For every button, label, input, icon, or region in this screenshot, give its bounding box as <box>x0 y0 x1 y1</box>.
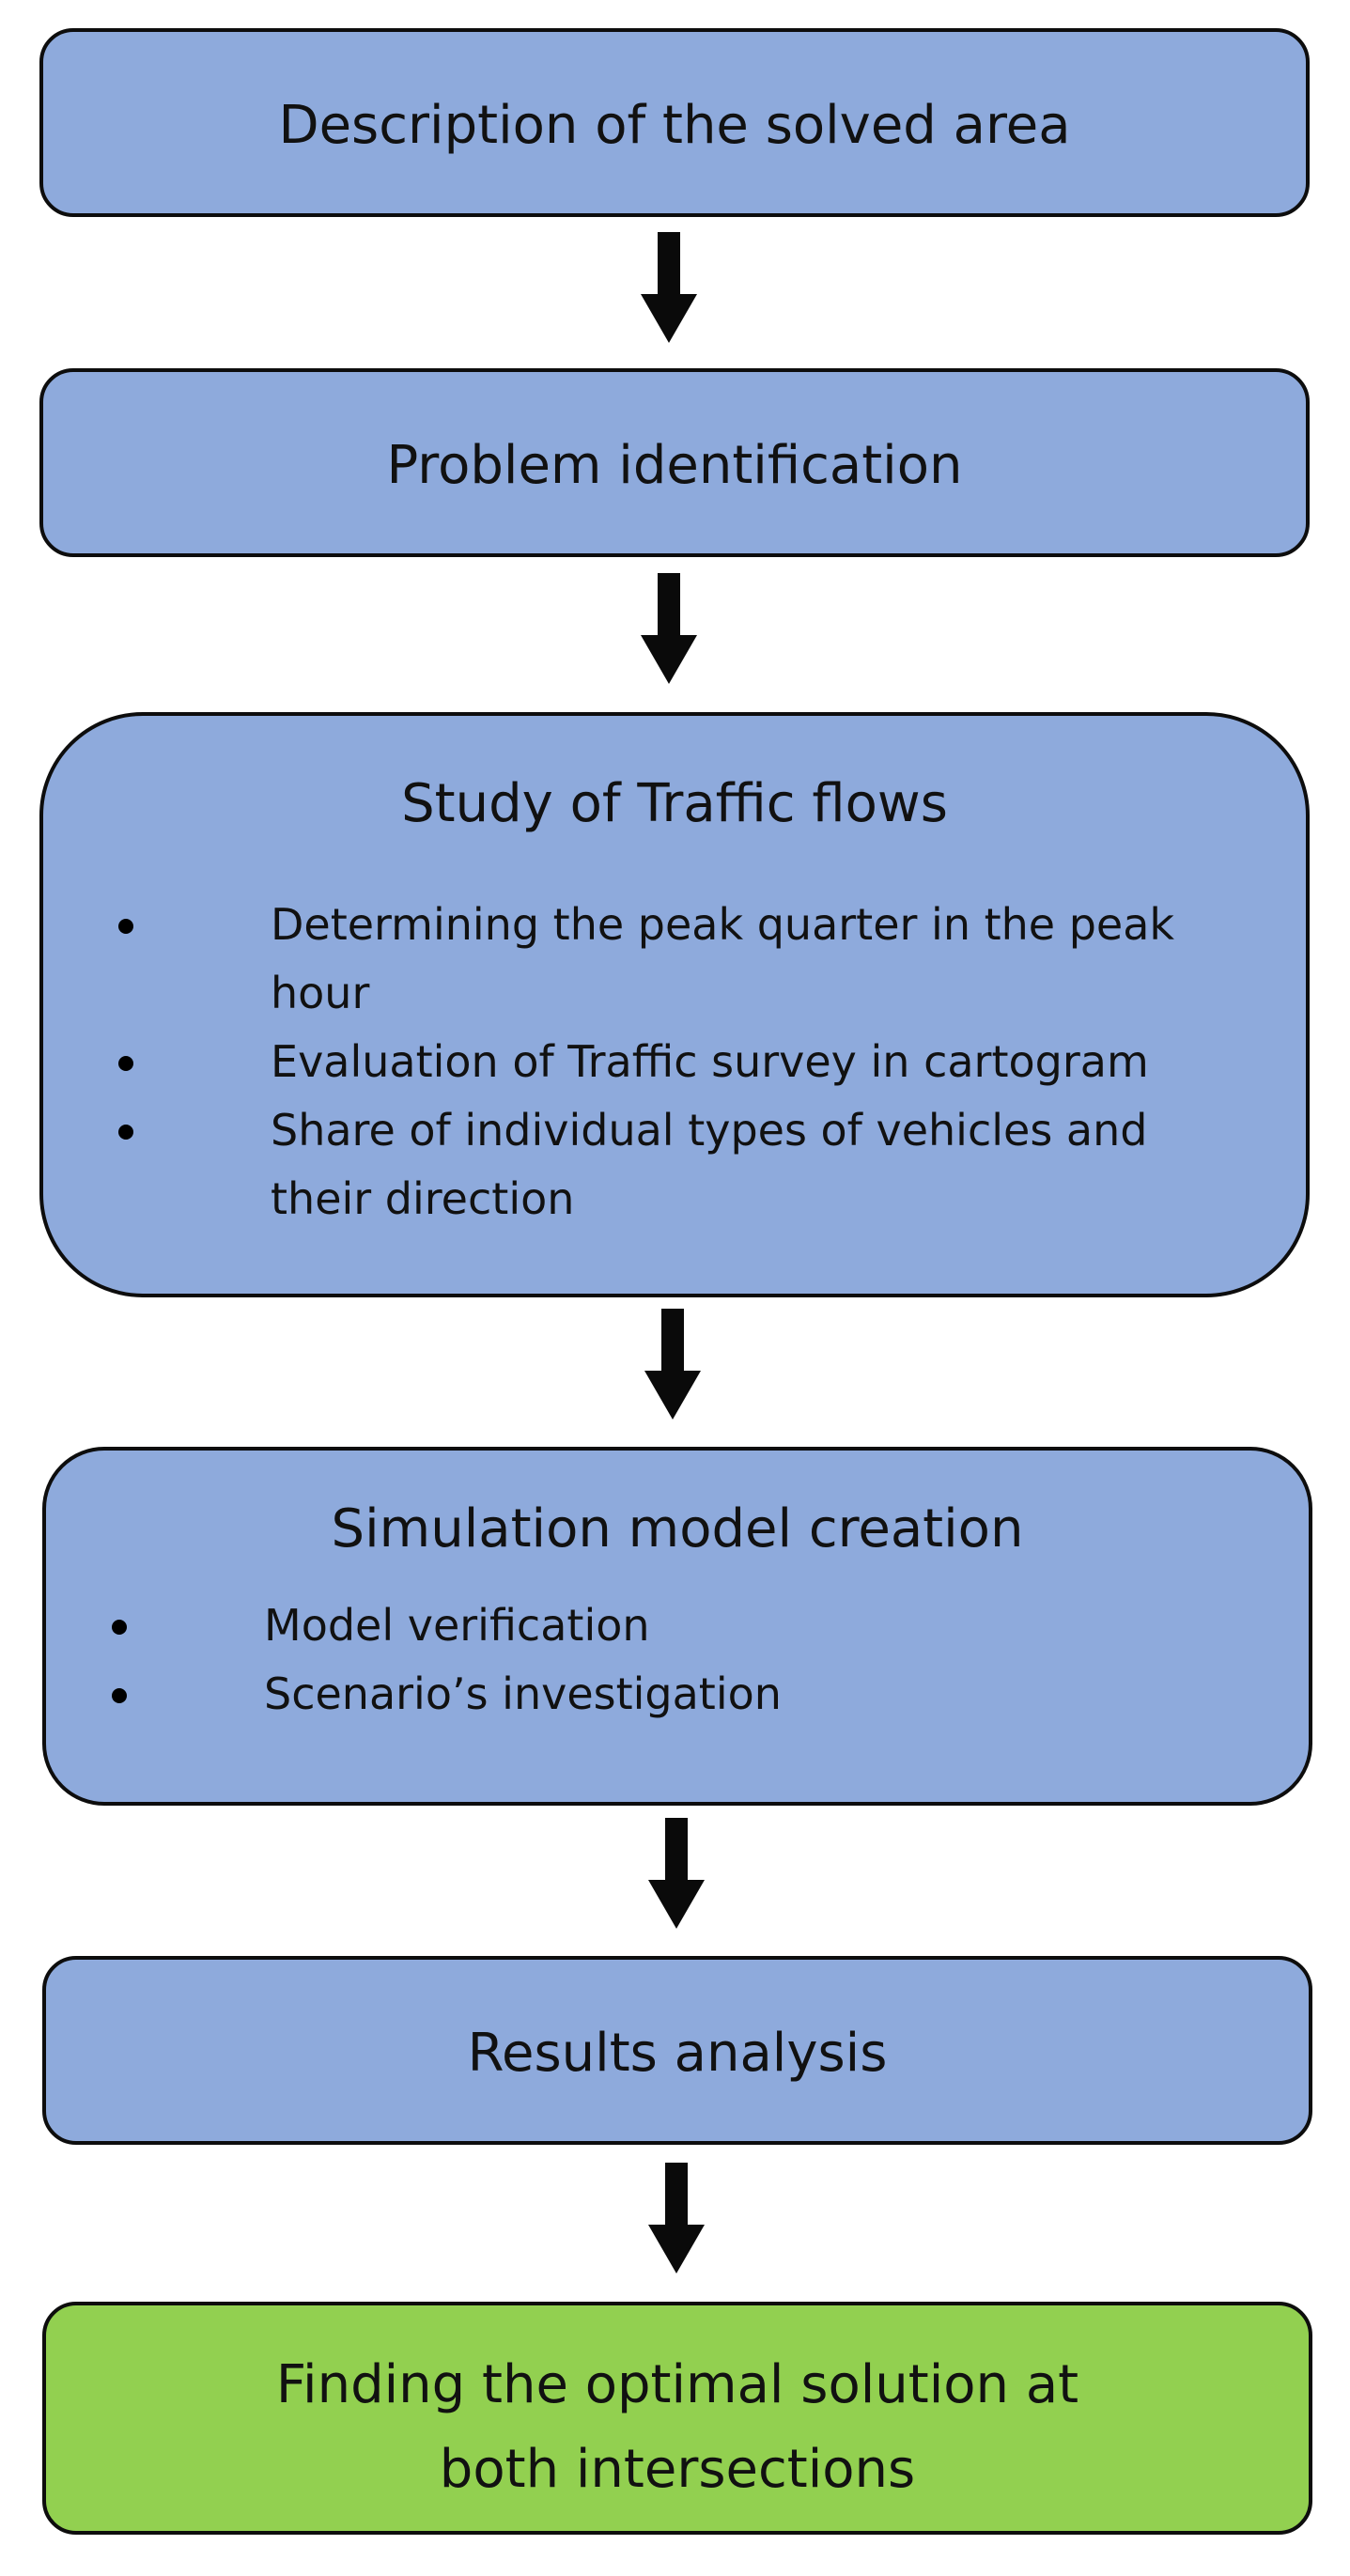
step-3-bullet-3: Share of individual types of vehicles an… <box>118 1096 1229 1234</box>
step-3-box: Study of Traffic flows Determining the p… <box>39 712 1310 1297</box>
step-1-title: Description of the solved area <box>278 95 1071 156</box>
arrow-4-icon <box>648 1818 705 1931</box>
arrow-5-icon <box>648 2163 705 2275</box>
step-4-bullet-2: Scenario’s investigation <box>112 1660 1203 1729</box>
step-1-box: Description of the solved area <box>39 28 1310 217</box>
step-3-bullet-1-text: Determining the peak quarter in the peak… <box>271 899 1175 1018</box>
step-4-bullet-list: Model verification Scenario’s investigat… <box>112 1591 1203 1729</box>
bullet-dot-icon <box>118 1125 133 1140</box>
bullet-dot-icon <box>118 1056 133 1071</box>
final-step-box: Finding the optimal solution at both int… <box>42 2302 1312 2535</box>
step-4-bullet-1: Model verification <box>112 1591 1203 1660</box>
bullet-dot-icon <box>112 1688 127 1703</box>
step-3-bullet-2: Evaluation of Traffic survey in cartogra… <box>118 1028 1229 1096</box>
bullet-dot-icon <box>112 1620 127 1635</box>
step-3-bullet-2-text: Evaluation of Traffic survey in cartogra… <box>271 1036 1149 1087</box>
step-2-box: Problem identification <box>39 368 1310 557</box>
final-step-title: Finding the optimal solution at both int… <box>275 2354 1079 2500</box>
step-4-bullet-1-text: Model verification <box>264 1600 650 1651</box>
step-4-box: Simulation model creation Model verifica… <box>42 1447 1312 1806</box>
step-3-bullet-list: Determining the peak quarter in the peak… <box>118 891 1229 1234</box>
step-5-box: Results analysis <box>42 1956 1312 2145</box>
step-4-bullet-2-text: Scenario’s investigation <box>264 1668 782 1719</box>
step-4-title: Simulation model creation <box>331 1498 1024 1560</box>
step-2-title: Problem identification <box>386 435 963 496</box>
step-3-bullet-1: Determining the peak quarter in the peak… <box>118 891 1229 1028</box>
arrow-1-icon <box>641 232 697 345</box>
arrow-3-icon <box>644 1309 701 1421</box>
arrow-2-icon <box>641 573 697 686</box>
step-3-title: Study of Traffic flows <box>401 773 948 834</box>
step-5-title: Results analysis <box>467 2023 888 2084</box>
bullet-dot-icon <box>118 919 133 934</box>
step-3-bullet-3-text: Share of individual types of vehicles an… <box>271 1105 1148 1224</box>
